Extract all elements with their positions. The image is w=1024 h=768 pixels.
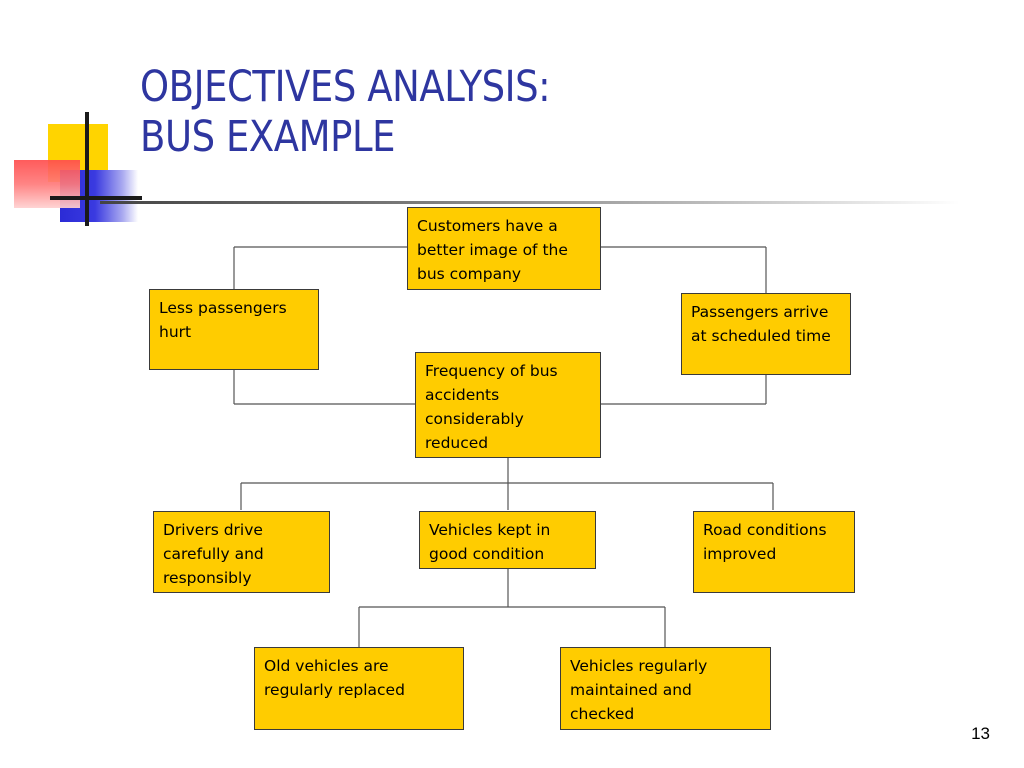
objective-box-vehicles-good-condition: Vehicles kept in good condition xyxy=(419,511,596,569)
title-underline xyxy=(100,201,960,204)
decor-red-square xyxy=(14,160,80,208)
title-line-2: BUS EXAMPLE xyxy=(140,112,396,162)
objective-box-road-conditions: Road conditions improved xyxy=(693,511,855,593)
page-number: 13 xyxy=(971,724,990,743)
objective-box-old-vehicles-replaced: Old vehicles are regularly replaced xyxy=(254,647,464,730)
slide-title: OBJECTIVES ANALYSIS: BUS EXAMPLE xyxy=(140,62,551,162)
objective-box-customers-image: Customers have a better image of the bus… xyxy=(407,207,601,290)
title-line-1: OBJECTIVES ANALYSIS: xyxy=(140,62,551,112)
decor-vertical-line xyxy=(85,112,89,226)
objective-box-less-passengers-hurt: Less passengers hurt xyxy=(149,289,319,370)
objective-box-vehicles-maintained: Vehicles regularly maintained and checke… xyxy=(560,647,771,730)
objective-box-drivers-careful: Drivers drive carefully and responsibly xyxy=(153,511,330,593)
objective-box-passengers-arrive: Passengers arrive at scheduled time xyxy=(681,293,851,375)
decor-horizontal-line xyxy=(50,196,142,200)
objective-box-accidents-reduced: Frequency of bus accidents considerably … xyxy=(415,352,601,458)
